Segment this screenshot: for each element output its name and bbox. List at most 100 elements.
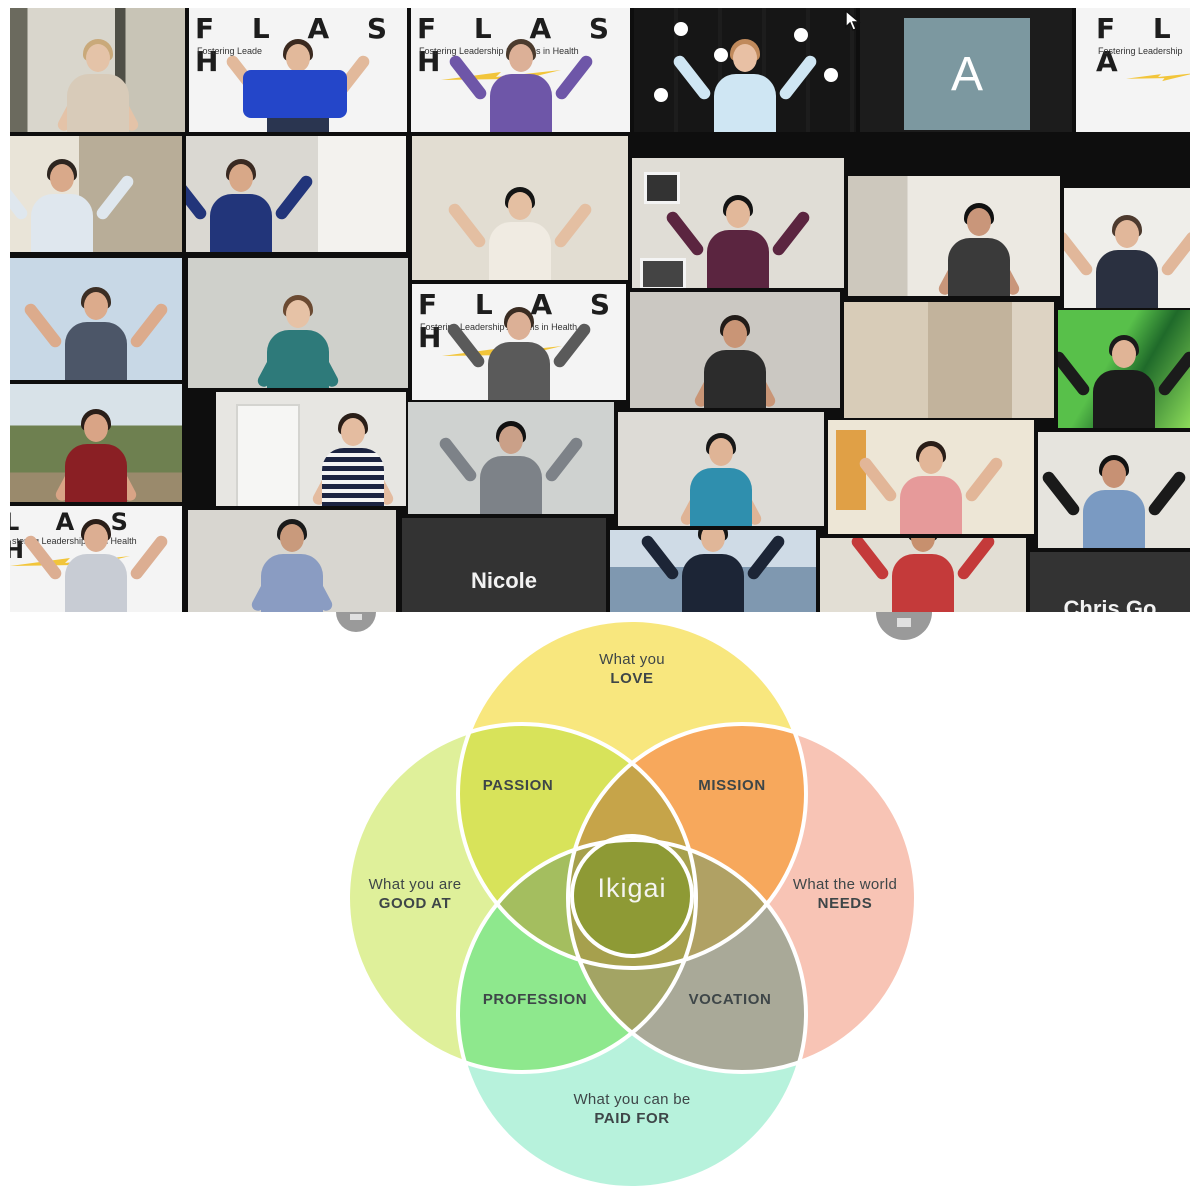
participant-video	[255, 292, 341, 388]
flash-tagline: Fostering Leadership Systems in Health	[419, 46, 579, 56]
paid-for-label-line1: What you can be	[573, 1091, 691, 1108]
camera-control-icon[interactable]	[876, 612, 932, 648]
tile-r4c0[interactable]: L A S H stering Leadership Ac in Health	[10, 506, 182, 612]
participant-video	[446, 184, 594, 280]
lightning-bolt-icon	[1126, 73, 1190, 82]
brand-logo-icon	[714, 48, 728, 62]
participant-video	[10, 156, 136, 252]
participant-video	[186, 156, 315, 252]
tile-r1c2[interactable]	[412, 136, 628, 280]
participant-video	[692, 312, 778, 408]
flash-tagline: stering Leadership Ac in Health	[12, 536, 137, 546]
ikigai-diagram: What you LOVE What you are GOOD AT What …	[320, 612, 940, 1200]
tile-r4c4[interactable]	[820, 538, 1026, 612]
participant-video	[1058, 332, 1190, 428]
room-door	[236, 404, 300, 506]
passion-label: PASSION	[482, 777, 554, 794]
brand-logo-icon	[674, 22, 688, 36]
flash-logo: F L A	[1096, 12, 1185, 78]
participant-video	[22, 284, 170, 380]
tile-r4c5[interactable]: Chris Go	[1030, 552, 1190, 612]
tile-r4c1[interactable]	[188, 510, 396, 612]
tile-r3c0[interactable]	[10, 384, 182, 502]
tile-r1c0[interactable]	[10, 136, 182, 252]
zoom-screenshot: F L A S H Fostering Leade F L A S H Fost…	[10, 8, 1190, 612]
flash-tagline: Fostering Leadership	[1098, 46, 1183, 56]
tile-r2c4[interactable]	[844, 302, 1054, 418]
tile-r0c2[interactable]: F L A S H Fostering Leadership Systems i…	[411, 8, 630, 132]
flash-tagline: Fostering Leadership Ac tems in Health	[420, 322, 578, 332]
participant-video	[55, 36, 140, 132]
tile-r0c1[interactable]: F L A S H Fostering Leade	[189, 8, 407, 132]
ikigai-center-circle	[572, 836, 692, 956]
ikigai-center-label: Ikigai	[597, 873, 667, 903]
love-label-line2: LOVE	[610, 670, 654, 687]
participant-video	[678, 430, 764, 526]
participant-video	[22, 516, 170, 612]
tile-r3c3[interactable]	[618, 412, 824, 526]
participant-video	[671, 36, 819, 132]
flash-tagline: Fostering Leade	[197, 46, 263, 56]
tile-r0c3[interactable]	[634, 8, 856, 132]
needs-label-line2: NEEDS	[817, 895, 873, 912]
participant-video	[639, 530, 787, 612]
tile-r0c0[interactable]	[10, 8, 185, 132]
tile-r3c4[interactable]	[828, 420, 1034, 534]
phone-in-hand	[243, 70, 347, 118]
participant-video	[437, 418, 585, 514]
good-at-label-line2: GOOD AT	[378, 895, 452, 912]
tile-r2c5[interactable]	[1058, 310, 1190, 428]
tile-r2c0[interactable]	[10, 258, 182, 380]
participant-video	[857, 438, 1005, 534]
participant-name: Chris Go	[1063, 596, 1157, 612]
good-at-label-line1: What you are	[368, 876, 462, 893]
wall-picture	[640, 258, 686, 288]
tile-r2c2[interactable]: F L A S H Fostering Leadership Ac tems i…	[412, 284, 626, 400]
needs-label: What the world NEEDS	[770, 875, 920, 913]
wall-painting	[836, 430, 866, 510]
tile-r2c1[interactable]	[188, 258, 408, 388]
mouse-cursor-icon	[845, 10, 861, 31]
participant-video	[664, 192, 812, 288]
participant-name: Nicole	[470, 568, 538, 593]
flash-logo: F L A S H	[417, 12, 624, 78]
tile-r3c5[interactable]	[1038, 432, 1190, 548]
tile-r1c3[interactable]	[632, 158, 844, 288]
participant-video	[937, 200, 1022, 296]
paid-for-label: What you can be PAID FOR	[542, 1090, 722, 1128]
tile-r3c2[interactable]	[408, 402, 614, 514]
profession-label: PROFESSION	[482, 991, 588, 1008]
good-at-label: What you are GOOD AT	[340, 875, 490, 913]
love-label: What you LOVE	[552, 650, 712, 688]
tile-r0c4[interactable]: A	[860, 8, 1072, 132]
tile-r1c5[interactable]	[1064, 188, 1190, 308]
venn-outlines	[346, 618, 918, 1190]
love-label-line1: What you	[599, 651, 665, 668]
brand-logo-icon	[824, 68, 838, 82]
brand-logo-icon	[794, 28, 808, 42]
camera-control-icon[interactable]	[336, 612, 376, 634]
participant-avatar: A	[904, 18, 1030, 130]
wall-picture	[644, 172, 680, 204]
participant-video	[310, 410, 396, 506]
participant-video	[849, 538, 997, 612]
participant-video	[1064, 212, 1190, 308]
tile-r0c5[interactable]: F L A Fostering Leadership	[1076, 8, 1190, 132]
paid-for-label-line2: PAID FOR	[594, 1110, 670, 1127]
participant-video	[249, 516, 335, 612]
needs-label-line1: What the world	[792, 876, 898, 893]
tile-r4c2[interactable]: Nicole	[402, 518, 606, 612]
participant-video	[1040, 452, 1188, 548]
tile-r1c1[interactable]	[186, 136, 406, 252]
tile-r1c4[interactable]	[848, 176, 1060, 296]
video-grid: F L A S H Fostering Leade F L A S H Fost…	[10, 8, 1190, 612]
participant-video	[445, 304, 593, 400]
brand-logo-icon	[654, 88, 668, 102]
participant-video	[446, 36, 595, 132]
tile-r3c1[interactable]	[216, 392, 406, 506]
participant-video	[53, 406, 139, 502]
mission-label: MISSION	[698, 777, 766, 794]
tile-r2c3[interactable]	[630, 292, 840, 408]
tile-r4c3[interactable]	[610, 530, 816, 612]
ikigai-venn-svg	[346, 618, 918, 1190]
